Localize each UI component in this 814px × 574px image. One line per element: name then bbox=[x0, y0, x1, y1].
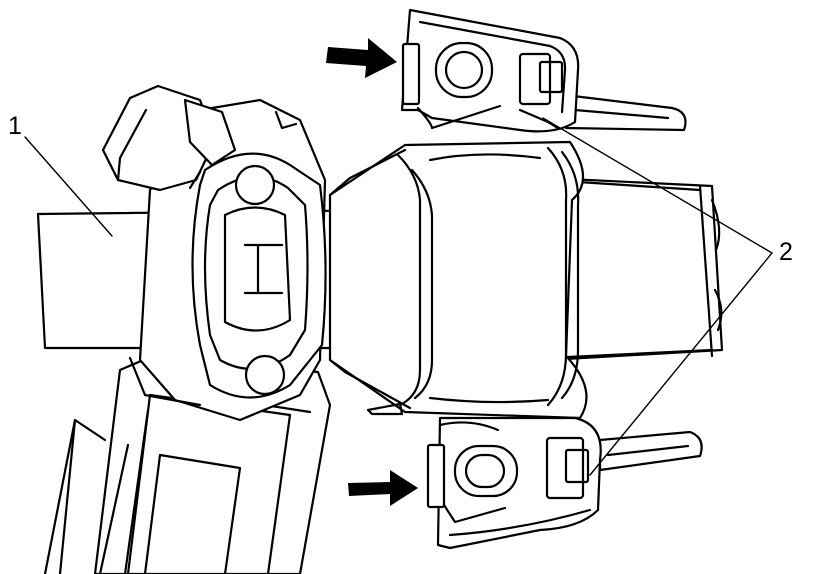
clip-upper bbox=[400, 8, 580, 133]
leader-line-1 bbox=[24, 136, 113, 237]
arrow-lower bbox=[348, 470, 418, 506]
bolt-upper bbox=[234, 164, 276, 206]
clip-lower bbox=[426, 416, 602, 550]
flange bbox=[191, 152, 327, 399]
support-rails bbox=[546, 93, 724, 472]
arrow-upper bbox=[326, 38, 397, 78]
callout-1: 1 bbox=[8, 112, 22, 140]
leader-line-2 bbox=[542, 117, 773, 476]
callout-2: 2 bbox=[779, 238, 793, 266]
bracket-body bbox=[328, 140, 588, 420]
bolt-lower bbox=[244, 354, 286, 396]
